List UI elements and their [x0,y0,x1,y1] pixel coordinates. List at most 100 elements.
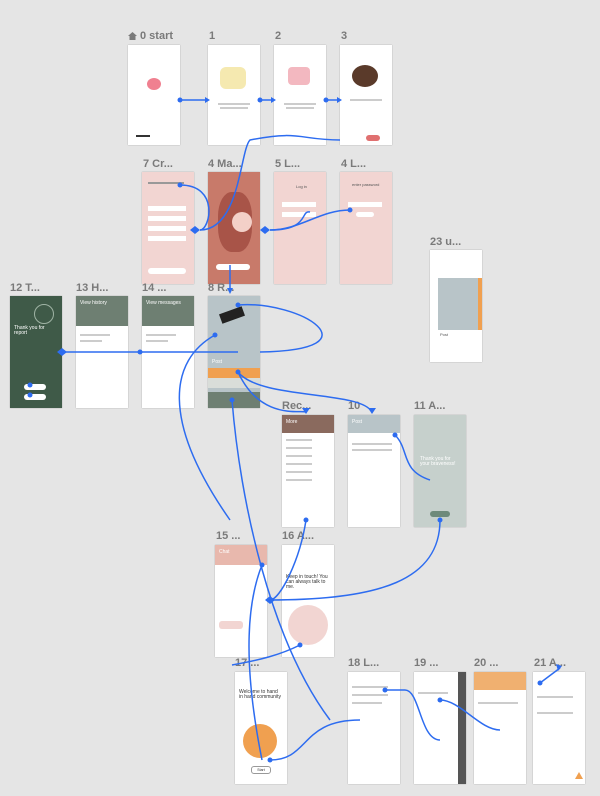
post-title: Post [212,359,223,365]
list-item[interactable] [146,340,168,342]
text-line [284,103,316,105]
frame-label-19: 19 ... [414,657,439,669]
text-line [352,449,392,451]
frame-welcome[interactable]: Welcome to hand in hand community Start [235,672,287,784]
frame-3[interactable] [340,45,392,145]
option-button[interactable] [24,384,46,390]
password-field[interactable] [348,202,382,207]
frame-label-5l: 5 L... [275,158,301,170]
submit-button[interactable] [148,268,186,274]
side-panel [458,672,466,784]
frame-keep-in-touch[interactable]: Keep in touch! You can always talk to me… [282,545,334,657]
thank-you-title: Thank you for report [14,325,45,336]
frame-messages[interactable]: View messages [142,296,194,408]
option-button[interactable] [24,394,46,400]
illustration [288,67,310,85]
sun-icon [34,304,54,324]
category-bar[interactable] [208,378,260,388]
frame-21[interactable] [533,672,585,784]
text-line [352,702,382,704]
email-field[interactable] [282,202,316,207]
frame-label-text: 0 start [140,30,174,42]
frame-label-1: 1 [209,30,216,42]
frame-label-13: 13 H... [76,282,109,294]
action-button[interactable] [216,264,250,270]
text-line [352,686,388,688]
menu-item[interactable] [286,471,312,473]
illustration [232,212,252,232]
frame-chat[interactable]: Chat [215,545,267,657]
next-button[interactable] [366,135,380,141]
frame-18[interactable] [348,672,400,784]
view-messages-title: View messages [146,300,181,306]
frame-2[interactable] [274,45,326,145]
menu-item[interactable] [286,439,312,441]
header [474,672,526,690]
input-field[interactable] [148,216,186,221]
frame-23[interactable]: Post [430,250,482,362]
menu-item[interactable] [286,447,312,449]
start-button[interactable]: Start [251,766,271,774]
password-field[interactable] [282,212,316,217]
menu-item[interactable] [286,455,312,457]
frame-start[interactable] [128,45,180,145]
frame-log-in[interactable]: Log in [274,172,326,284]
category-bar[interactable] [208,368,260,378]
frame-1[interactable] [208,45,260,145]
text-line [537,696,573,698]
frame-thank-you-report[interactable]: Thank you for report [10,296,62,408]
frame-label-2: 2 [275,30,282,42]
frame-label-14: 14 ... [142,282,167,294]
frame-enter-password[interactable]: enter password [340,172,392,284]
frame-label-start: 0 start [128,30,173,42]
frame-label-18: 18 L... [348,657,380,669]
bravery-title: Thank you for your braveness! [420,456,456,467]
frame-thank-you-bravery[interactable]: Thank you for your braveness! [414,415,466,527]
frame-label-4ma: 4 Ma... [208,158,242,170]
enter-password-title: enter password [352,182,380,187]
menu-item[interactable] [286,479,312,481]
home-icon [128,31,137,40]
text-line [352,694,388,696]
text-line [218,103,250,105]
chat-bubble [219,621,243,629]
chat-title: Chat [219,549,230,555]
frame-19[interactable] [414,672,466,784]
frame-label-11: 11 A... [414,400,446,412]
frame-report[interactable]: Post [208,296,260,408]
globe-icon [243,724,277,758]
start-label: Start [257,768,265,772]
frame-main[interactable] [208,172,260,284]
input-field[interactable] [148,236,186,241]
frame-20[interactable] [474,672,526,784]
post-header-title: Post [352,419,363,425]
post-image [478,278,482,330]
frame-post[interactable]: Post [348,415,400,527]
frame-history[interactable]: View history [76,296,128,408]
frame-label-10: 10 [348,400,361,412]
warning-icon [575,772,583,779]
brand-text [136,135,150,137]
more-header: More [282,415,334,433]
frame-label-rec: Rec... [282,400,312,412]
list-item[interactable] [146,334,176,336]
text-line [352,443,392,445]
list-item[interactable] [80,334,110,336]
frame-label-20: 20 ... [474,657,499,669]
text-line [350,99,382,101]
more-title: More [286,419,298,425]
menu-item[interactable] [286,463,312,465]
list-item[interactable] [80,340,102,342]
frame-label-16: 16 A... [282,530,314,542]
footer [208,392,260,408]
frame-create-account[interactable] [142,172,194,284]
history-header: View history [76,296,128,326]
confirm-button[interactable] [356,212,374,217]
input-field[interactable] [148,226,186,231]
frame-label-8: 8 R... [208,282,235,294]
continue-button[interactable] [430,511,450,517]
frame-label-7: 7 Cr... [143,158,173,170]
input-field[interactable] [148,206,186,211]
bird-icon [219,306,245,324]
frame-recommend[interactable]: More [282,415,334,527]
